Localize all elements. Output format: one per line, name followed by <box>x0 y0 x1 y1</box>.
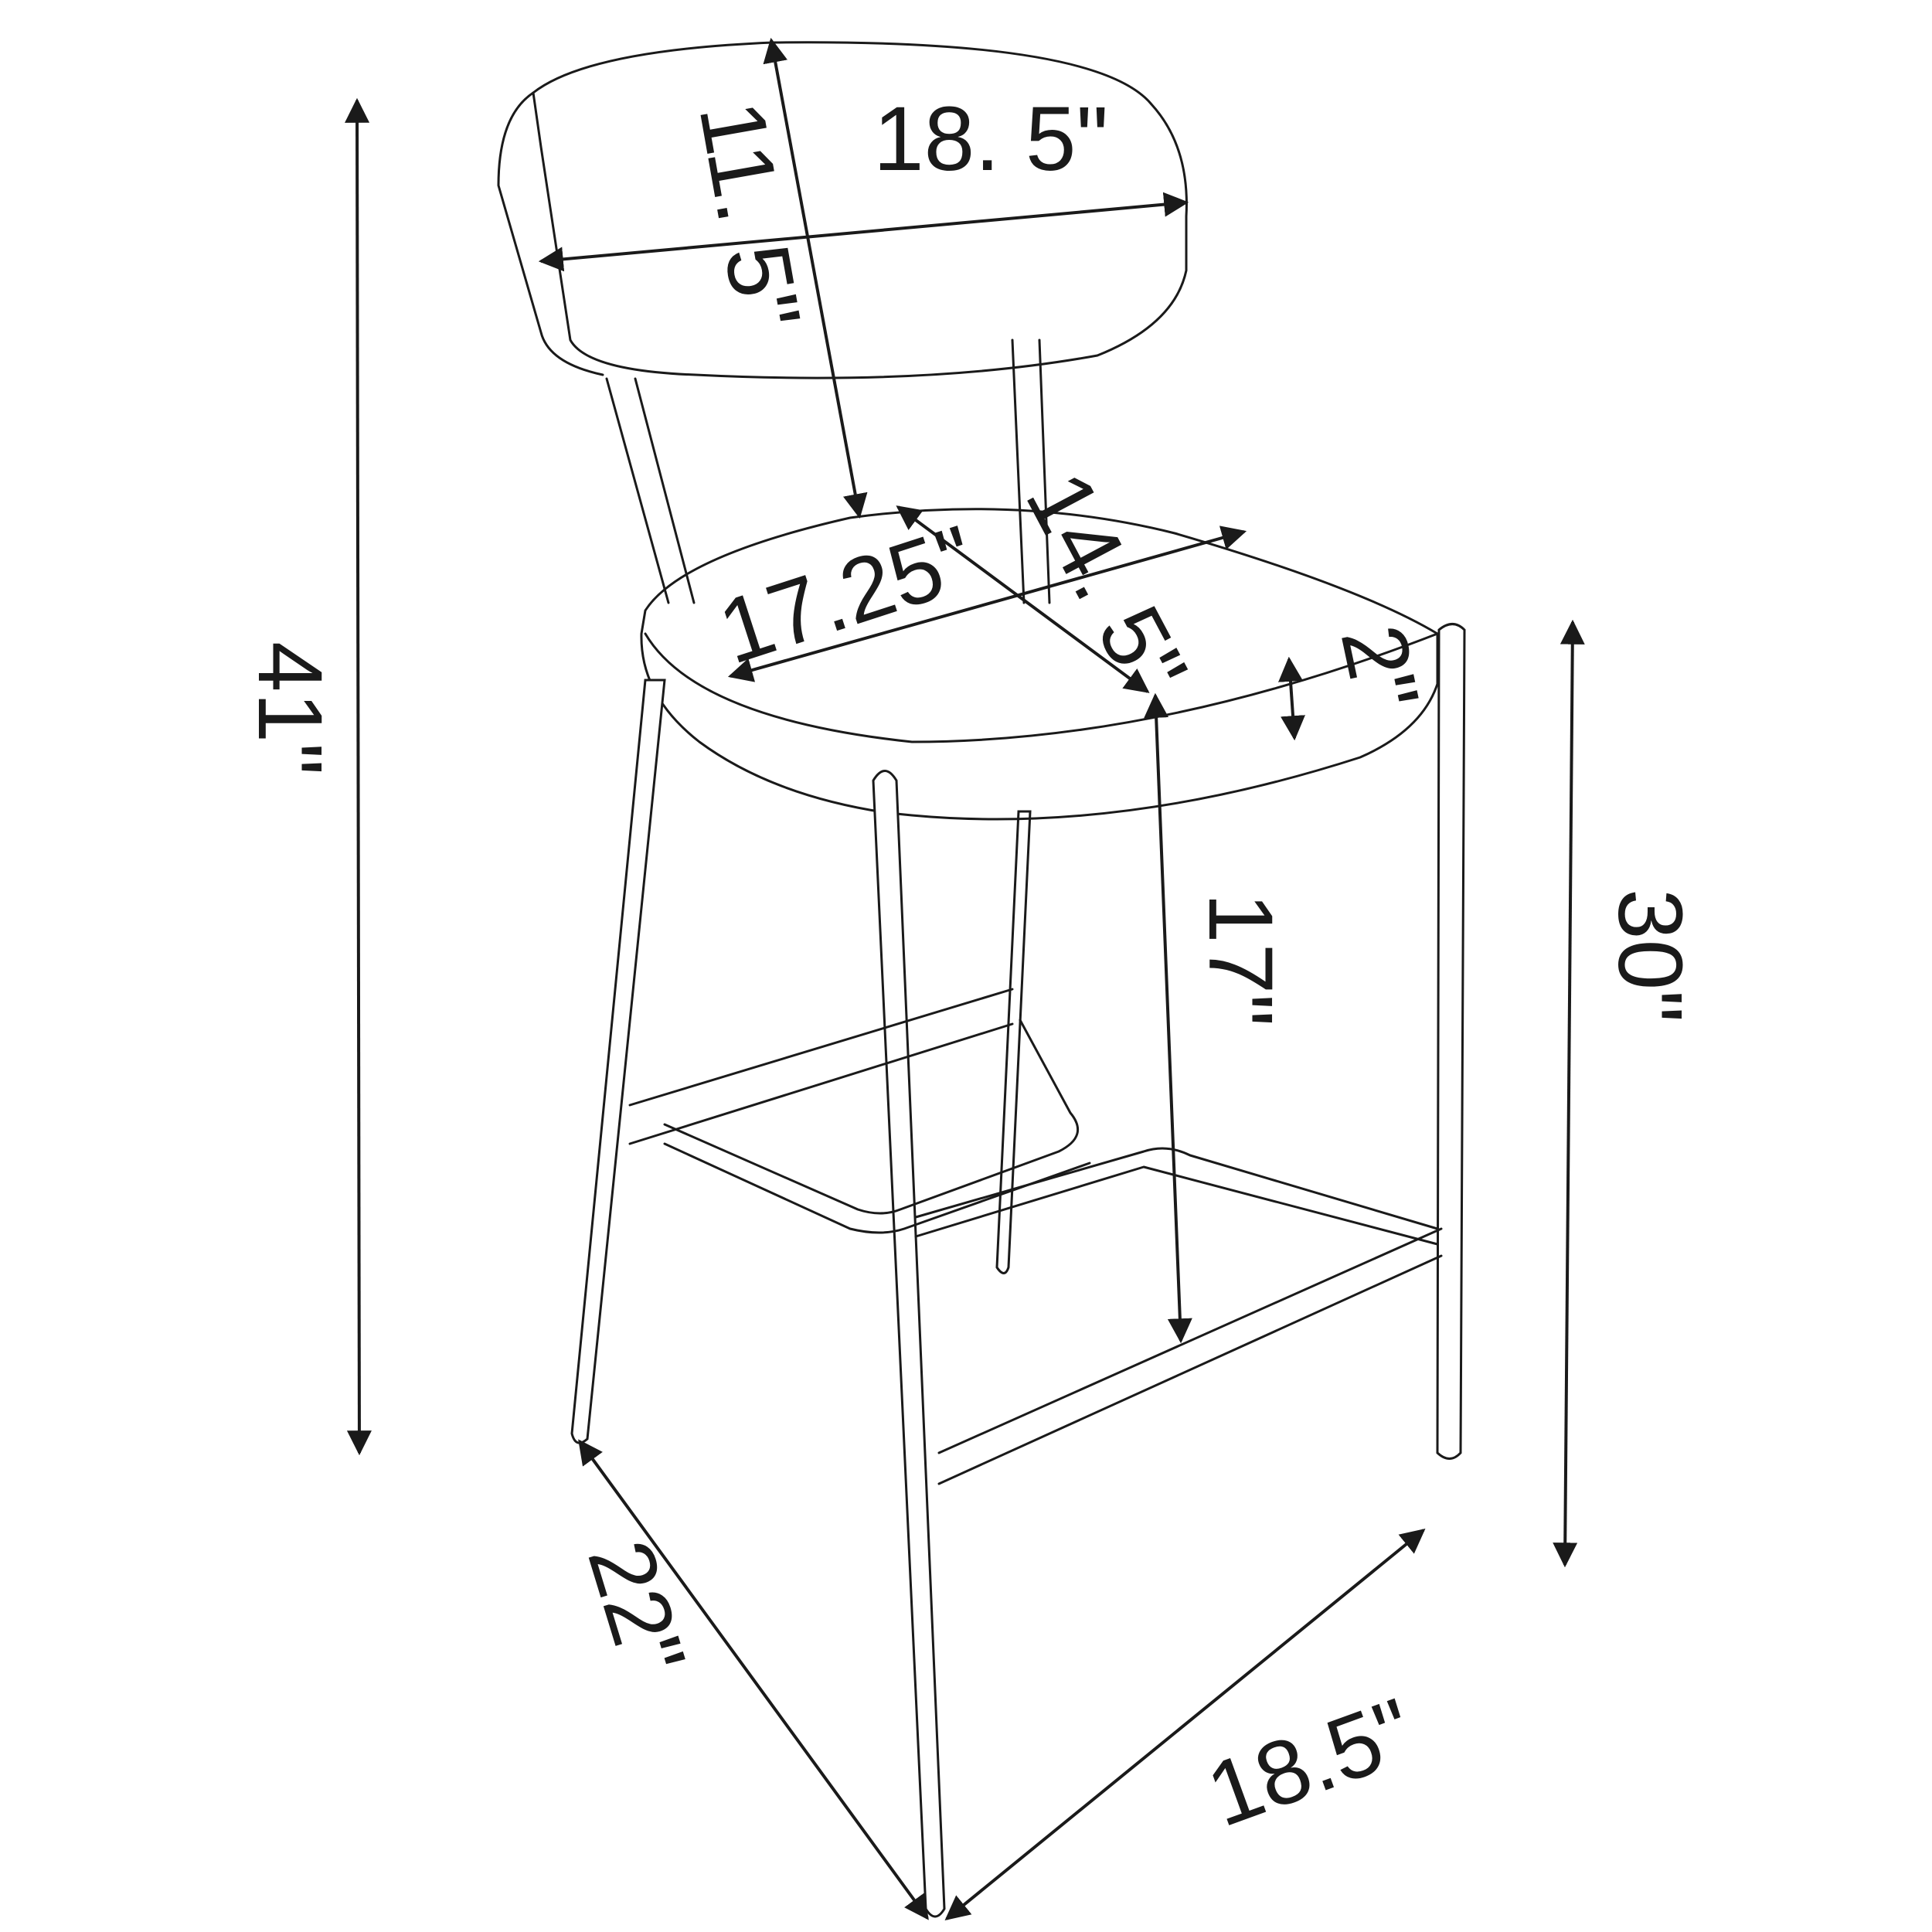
base-width-label: 18.5" <box>1195 1679 1427 1847</box>
seat-height-label: 30" <box>1599 889 1701 1022</box>
dimension-lines <box>345 37 1585 1921</box>
backrest-width-label: 18. 5" <box>873 88 1108 190</box>
backrest-height-label: 11. 5" <box>679 94 819 337</box>
seat-depth-label: 14. 5" <box>1006 456 1206 712</box>
footrest-rails <box>628 988 1443 1485</box>
back-legs <box>605 338 1051 1274</box>
overall-height-label: 41" <box>239 641 341 775</box>
base-depth-label: 22" <box>568 1529 705 1687</box>
seat-width-label: 17.25" <box>707 506 986 684</box>
seat-thickness-label: 2" <box>1321 617 1438 719</box>
seat-to-footrest-label: 17" <box>1189 893 1291 1026</box>
